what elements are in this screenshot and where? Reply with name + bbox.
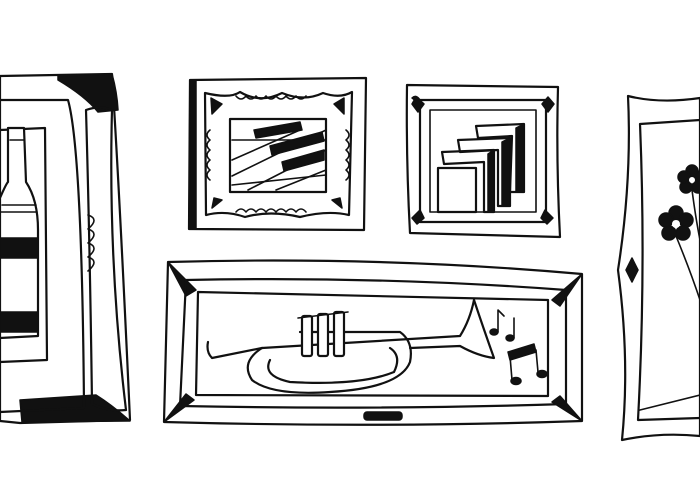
piano-keys-icon	[231, 121, 327, 191]
piano-frame	[187, 76, 368, 232]
bottle-icon	[0, 126, 40, 340]
abstract-frame	[405, 83, 562, 239]
bottle-frame	[0, 72, 132, 425]
trumpet-icon	[206, 298, 496, 394]
flowers-frame	[616, 94, 700, 442]
trumpet-frame	[162, 259, 584, 426]
abstract-squares-icon	[436, 122, 526, 214]
music-notes-icon	[489, 309, 548, 386]
flower-icon	[658, 164, 700, 301]
